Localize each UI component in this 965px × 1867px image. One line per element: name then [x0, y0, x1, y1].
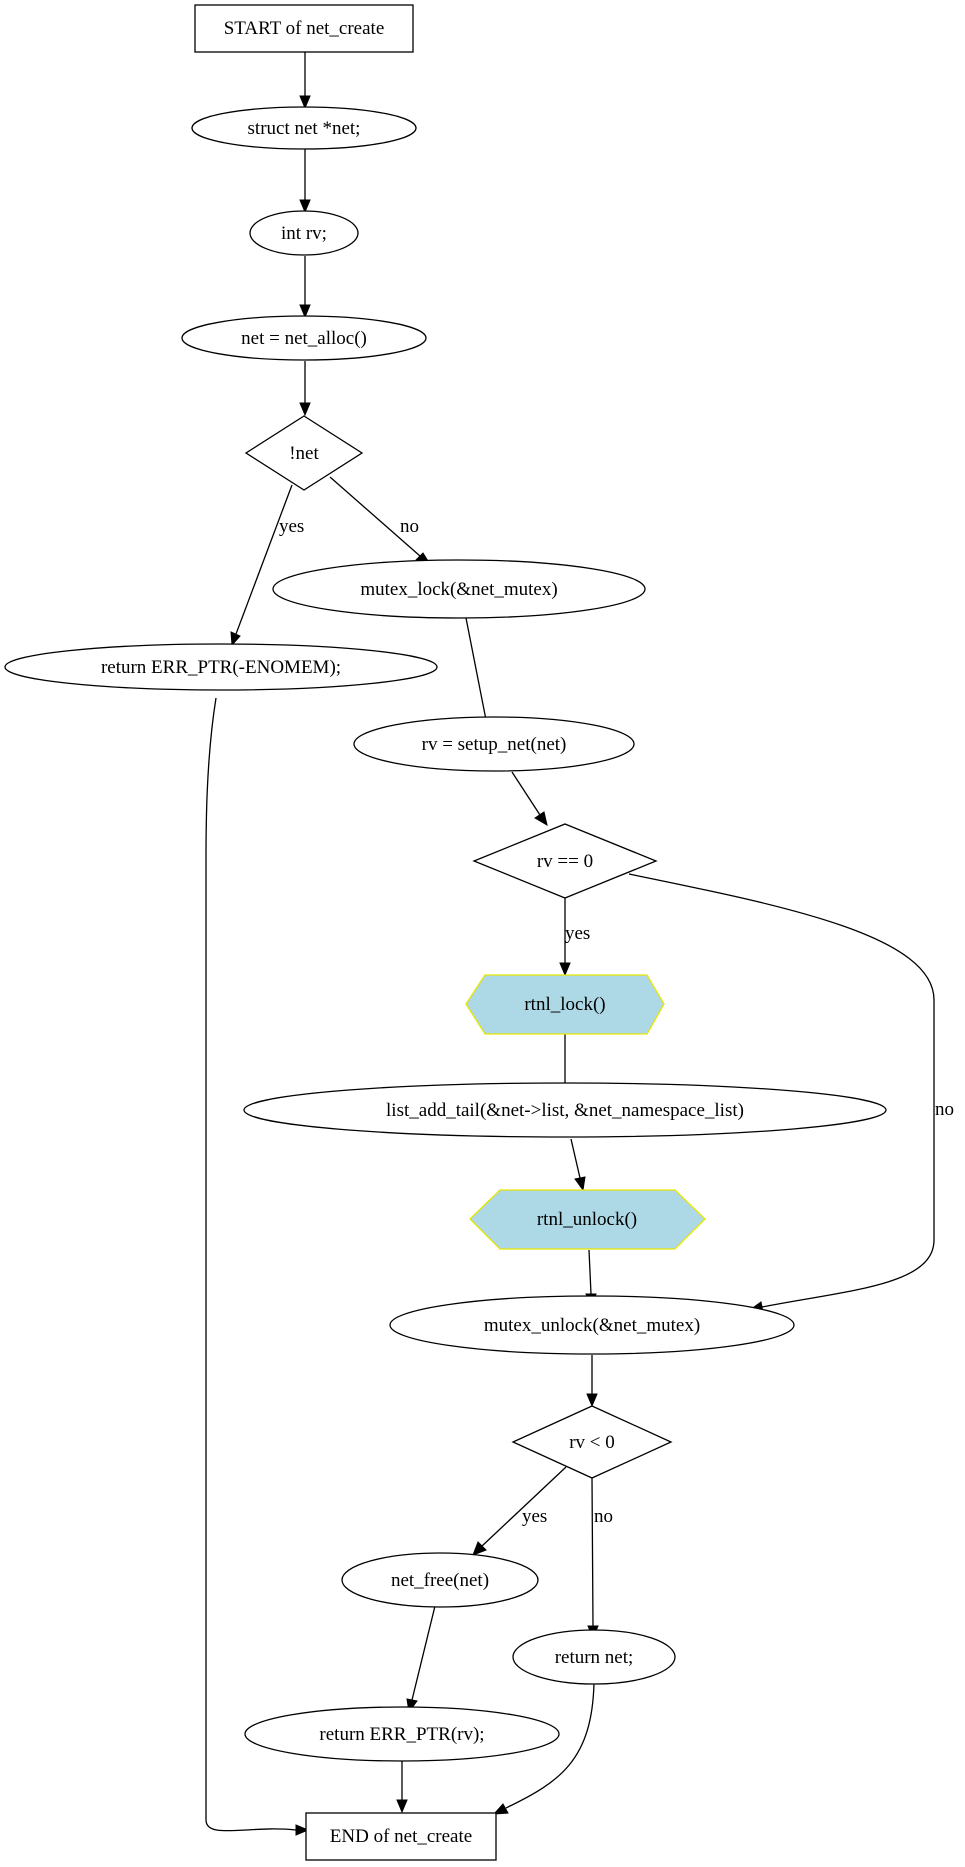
arrow-head: [299, 304, 311, 319]
node-label: mutex_lock(&net_mutex): [360, 579, 557, 600]
node-cond-rv-zero: rv == 0: [472, 823, 658, 899]
node-label: return net;: [555, 1647, 634, 1668]
arrow-head: [534, 811, 548, 827]
edge-mutex-lock-to-setup: [465, 617, 489, 731]
edge-labels: yes no yes no yes no: [279, 516, 954, 1527]
node-label: START of net_create: [224, 18, 385, 39]
node-rtnl-lock: rtnl_lock(): [465, 974, 665, 1035]
statement-ellipse: [272, 559, 646, 619]
statement-ellipse: [512, 1629, 676, 1685]
node-decl-net: struct net *net;: [191, 106, 417, 150]
decision-diamond: [511, 1405, 673, 1479]
decision-diamond: [472, 823, 658, 899]
arrow-head: [299, 95, 311, 110]
statement-ellipse: [341, 1552, 539, 1608]
node-label: list_add_tail(&net->list, &net_namespace…: [386, 1100, 744, 1121]
statement-ellipse: [181, 315, 427, 361]
node-label: rv < 0: [569, 1432, 615, 1453]
decision-diamond: [244, 415, 364, 491]
edge-cond-net-yes: [235, 484, 293, 635]
edge-label-net-yes: yes: [279, 516, 304, 537]
edge-list-add-to-rtnl-unlock: [570, 1138, 581, 1179]
edge-cond-neg-yes: [481, 1466, 567, 1547]
node-mutex-unlock: mutex_unlock(&net_mutex): [389, 1295, 795, 1355]
node-label: net_free(net): [391, 1570, 489, 1591]
start-box: [194, 4, 414, 53]
node-alloc: net = net_alloc(): [181, 315, 427, 361]
edge-cond-neg-no: [591, 1477, 594, 1627]
unlock-hexagon: [469, 1189, 706, 1250]
edge-label-net-no: no: [400, 516, 419, 537]
node-return-net: return net;: [512, 1629, 676, 1685]
node-label: rv == 0: [537, 851, 593, 872]
statement-ellipse: [4, 643, 438, 691]
node-label: int rv;: [281, 223, 327, 244]
statement-ellipse: [249, 210, 359, 256]
statement-ellipse: [389, 1295, 795, 1355]
arrow-head: [299, 402, 311, 417]
edge-label-neg-yes: yes: [522, 1506, 547, 1527]
node-label: return ERR_PTR(-ENOMEM);: [101, 657, 341, 678]
node-list-add: list_add_tail(&net->list, &net_namespace…: [243, 1082, 887, 1138]
node-mutex-lock: mutex_lock(&net_mutex): [272, 559, 646, 619]
node-label: !net: [289, 443, 319, 464]
edge-net-free-to-ret-err-rv: [411, 1605, 436, 1701]
node-label: mutex_unlock(&net_mutex): [484, 1315, 700, 1336]
arrow-head: [574, 1176, 586, 1192]
node-ret-err-rv: return ERR_PTR(rv);: [244, 1706, 560, 1762]
edge-enomem-to-end: [205, 697, 297, 1832]
edge-cond-zero-no: [628, 873, 935, 1308]
edge-label-zero-yes: yes: [565, 923, 590, 944]
edge-return-net-to-end: [505, 1682, 595, 1809]
node-label: END of net_create: [330, 1826, 472, 1847]
arrow-head: [299, 199, 311, 214]
edge-label-neg-no: no: [594, 1506, 613, 1527]
statement-ellipse: [243, 1082, 887, 1138]
edge-label-zero-no: no: [935, 1099, 954, 1120]
node-setup: rv = setup_net(net): [353, 716, 635, 772]
node-start: START of net_create: [194, 4, 414, 53]
node-end: END of net_create: [305, 1812, 497, 1861]
node-net-free: net_free(net): [341, 1552, 539, 1608]
node-label: struct net *net;: [248, 118, 361, 139]
statement-ellipse: [353, 716, 635, 772]
arrow-head: [492, 1803, 509, 1815]
edge-rtnl-unlock-to-mutex-unlock: [588, 1249, 592, 1295]
node-label: net = net_alloc(): [241, 328, 367, 349]
arrow-head: [559, 962, 571, 977]
node-ret-enomem: return ERR_PTR(-ENOMEM);: [4, 643, 438, 691]
arrow-head: [230, 631, 241, 647]
node-cond-net: !net: [244, 415, 364, 491]
edge-cond-net-no: [329, 476, 421, 557]
node-rtnl-unlock: rtnl_unlock(): [469, 1189, 706, 1250]
edge-setup-to-cond-zero: [511, 771, 541, 816]
lock-hexagon: [465, 974, 665, 1035]
statement-ellipse: [244, 1706, 560, 1762]
node-label: rv = setup_net(net): [422, 734, 567, 755]
end-box: [305, 1812, 497, 1861]
statement-ellipse: [191, 106, 417, 150]
node-label: rtnl_unlock(): [537, 1209, 637, 1230]
arrow-head: [295, 1824, 310, 1836]
arrow-head: [396, 1799, 408, 1814]
node-label: return ERR_PTR(rv);: [319, 1724, 484, 1745]
node-label: rtnl_lock(): [524, 994, 605, 1015]
node-cond-rv-neg: rv < 0: [511, 1405, 673, 1479]
arrow-head: [586, 1393, 598, 1408]
arrow-head: [472, 1541, 487, 1556]
node-decl-rv: int rv;: [249, 210, 359, 256]
